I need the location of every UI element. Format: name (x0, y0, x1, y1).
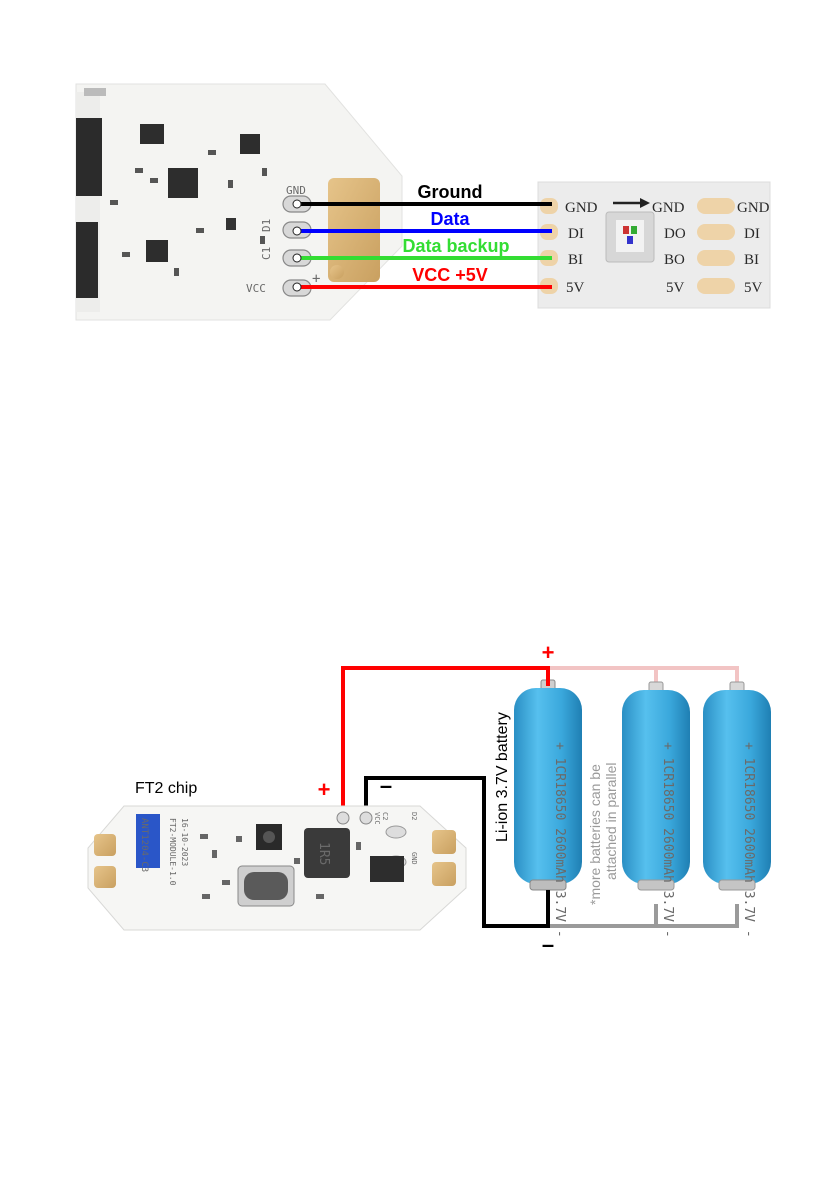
battery-minus-sign: – (542, 932, 554, 957)
battery-cell (514, 688, 582, 884)
battery-extra-1: + 1CR18650 2600mAh 3.7V - (622, 681, 690, 938)
chip-component (76, 118, 102, 196)
battery-cell-print: + 1CR18650 2600mAh 3.7V - (660, 742, 675, 938)
ft2-board: ANT1204-C3 FT2-MODULE-1.0 16-10-2023 1R5… (87, 805, 467, 931)
date-label: 16-10-2023 (180, 818, 189, 866)
board-pad-label: D2 (410, 812, 418, 820)
direction-arrow-icon (640, 198, 650, 208)
battery-plus-sign: + (542, 640, 555, 665)
strip-pad-label: 5V (666, 280, 685, 296)
pcb-pad-label-d1: D1 (260, 219, 273, 232)
board-pad-label: GND (410, 852, 418, 865)
chip-component (76, 222, 98, 298)
parallel-negative-wire (548, 904, 739, 928)
chip-minus-sign: – (380, 773, 392, 798)
board-pad-label: C2 (381, 812, 389, 820)
board-pad-vcc (336, 811, 350, 825)
strip-pad-label: 5V (566, 280, 585, 296)
led-strip: GND DI BI 5V GND DO BO 5V GND DI BI 5V (537, 181, 771, 309)
positive-wire (341, 666, 550, 818)
wire-label-ground: Ground (418, 182, 483, 202)
top-diagram: GND D1 C1 VCC + GND (75, 83, 771, 321)
battery-cell-print: + 1CR18650 2600mAh 3.7V - (552, 742, 567, 938)
antenna-label: ANT1204-C3 (139, 818, 149, 872)
board-pad-gnd (359, 811, 373, 825)
wire-label-data: Data (430, 209, 470, 229)
wire-label-vcc: VCC +5V (412, 265, 488, 285)
battery-cell (703, 690, 771, 884)
strip-pad-label: BI (568, 252, 583, 268)
pcb-pad-label-gnd: GND (286, 184, 306, 197)
pcb-pad-label-c1: C1 (260, 247, 273, 260)
pcb-pad-label-vcc: VCC (246, 282, 266, 295)
parallel-positive-wire (548, 666, 739, 688)
inductor-label: 1R5 (316, 842, 331, 865)
chip-plus-sign: + (318, 777, 331, 802)
chip-component (140, 124, 164, 144)
strip-pad-label: 5V (744, 280, 763, 296)
pcb-plus-mark: + (312, 271, 320, 287)
parallel-note-line2: attached in parallel (603, 762, 619, 880)
strip-pad-label: GND (565, 200, 598, 216)
board-gold-pad (432, 862, 456, 886)
module-label: FT2-MODULE-1.0 (168, 818, 177, 886)
wire-label-data-backup: Data backup (402, 236, 509, 256)
strip-pad-label: GND (652, 200, 685, 216)
board-gold-pad (432, 830, 456, 854)
board-gold-pad (94, 866, 116, 888)
chip-component (240, 134, 260, 154)
antenna-label-block (136, 814, 160, 868)
negative-wire (364, 776, 550, 928)
parallel-note-line1: *more batteries can be (587, 764, 603, 905)
battery-cell (622, 690, 690, 884)
battery-main: + 1CR18650 2600mAh 3.7V - (514, 679, 582, 938)
strip-pad-label: GND (737, 200, 770, 216)
chip-component (146, 240, 168, 262)
battery-cell-print: + 1CR18650 2600mAh 3.7V - (741, 742, 756, 938)
chip-label: FT2 chip (135, 780, 197, 797)
inductor (304, 828, 350, 878)
chip-component (226, 218, 236, 230)
strip-pad-label: DI (744, 226, 760, 242)
board-gold-pad (94, 834, 116, 856)
strip-pad-label: BO (664, 252, 685, 268)
chip-component (168, 168, 198, 198)
board-chip (370, 856, 404, 882)
battery-extra-2: + 1CR18650 2600mAh 3.7V - (703, 681, 771, 938)
strip-pad-label: BI (744, 252, 759, 268)
strip-pad-label: DO (664, 226, 686, 242)
bottom-diagram: + 1CR18650 2600mAh 3.7V - + 1CR18650 260… (87, 640, 771, 957)
battery-label: Li-ion 3.7V battery (494, 712, 511, 842)
board-pad-label: VCC (373, 812, 381, 825)
strip-pad-label: DI (568, 226, 584, 242)
